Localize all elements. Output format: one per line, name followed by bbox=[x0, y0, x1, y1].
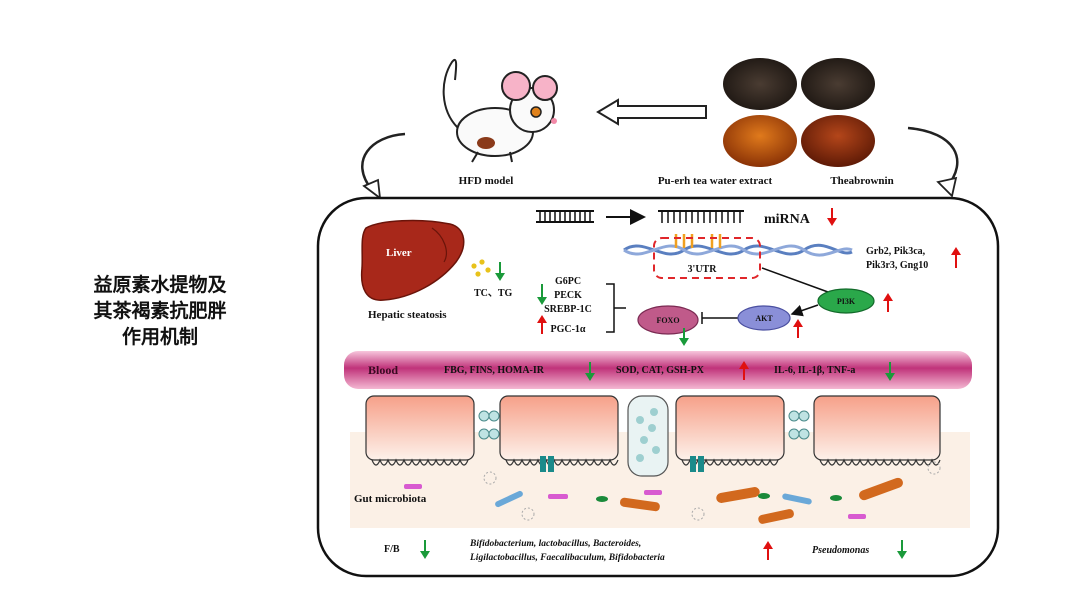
mirna-up-arrow-icon bbox=[827, 208, 837, 226]
mirna-strand-icon bbox=[658, 210, 744, 223]
extract-label: Pu-erh tea water extract bbox=[658, 175, 773, 187]
akt-up-arrow-icon bbox=[793, 319, 803, 338]
blood-band bbox=[344, 351, 972, 389]
gene-peck: PECK bbox=[554, 290, 582, 301]
liver-label: Liver bbox=[386, 247, 412, 259]
down-taxa-label: Pseudomonas bbox=[812, 545, 869, 556]
curved-arrow-right-icon bbox=[907, 126, 959, 198]
side-title-line-2: 其茶褐素抗肥胖 bbox=[93, 300, 227, 322]
targets-up-arrow-icon bbox=[951, 247, 961, 268]
liver-icon bbox=[360, 219, 465, 301]
foxo-down-arrow-icon bbox=[679, 328, 689, 346]
pi3k-node bbox=[817, 288, 875, 314]
arrow-left-icon bbox=[596, 98, 707, 126]
utr-label: 3'UTR bbox=[688, 264, 718, 275]
fb-label: F/B bbox=[384, 544, 400, 555]
taxa-up-arrow-icon bbox=[763, 541, 773, 560]
utr-box bbox=[653, 237, 761, 279]
blood-group-1-down-arrow-icon bbox=[585, 362, 595, 381]
mrna-helix-icon bbox=[623, 234, 853, 257]
model-label: HFD model bbox=[459, 175, 514, 187]
blood-label: Blood bbox=[368, 363, 398, 377]
lipid-droplets-icon bbox=[471, 259, 491, 277]
curved-arrow-left-icon bbox=[361, 132, 406, 200]
blood-group-3-down-arrow-icon bbox=[885, 362, 895, 381]
lipids-label: TC、TG bbox=[474, 288, 513, 299]
fb-down-arrow-icon bbox=[420, 540, 430, 559]
lipids-down-arrow-icon bbox=[495, 262, 505, 281]
condition-label: Hepatic steatosis bbox=[368, 309, 447, 321]
pi3k-up-arrow-icon bbox=[883, 293, 893, 312]
blood-group-1: FBG, FINS, HOMA-IR bbox=[444, 365, 545, 376]
foxo-label: FOXO bbox=[656, 316, 679, 325]
villi-icon bbox=[365, 395, 941, 477]
dna-strand-icon bbox=[536, 210, 594, 223]
blood-group-3: IL-6, IL-1β, TNF-a bbox=[774, 365, 855, 376]
blood-group-2: SOD, CAT, GSH-PX bbox=[616, 365, 705, 376]
akt-node bbox=[737, 305, 791, 331]
gene-srebp1c: SREBP-1C bbox=[544, 304, 592, 315]
up-taxa-line-1: Bifidobacterium, lactobacillus, Bacteroi… bbox=[469, 539, 641, 549]
side-title: 益原素水提物及 其茶褐素抗肥胖 作用机制 bbox=[40, 272, 280, 350]
bacteria-icon bbox=[404, 461, 941, 524]
genes-bracket bbox=[606, 283, 626, 333]
targets-line-1: Grb2, Pik3ca, bbox=[866, 246, 926, 257]
targets-line-2: Pik3r3, Gng10 bbox=[866, 260, 928, 271]
theabrownin-label: Theabrownin bbox=[830, 175, 893, 187]
tea-bowl-icon bbox=[723, 58, 875, 167]
pi3k-label: PI3K bbox=[837, 297, 856, 306]
foxo-node bbox=[637, 305, 699, 335]
blood-group-2-up-arrow-icon bbox=[739, 361, 749, 380]
gut-label: Gut microbiota bbox=[354, 493, 427, 505]
genes-down-arrow-icon bbox=[537, 284, 547, 305]
genes-up-arrow-icon bbox=[537, 315, 547, 334]
gene-pgc1a: PGC-1α bbox=[550, 324, 585, 335]
pseudomonas-down-arrow-icon bbox=[897, 540, 907, 559]
side-title-line-3: 作用机制 bbox=[121, 326, 198, 348]
inhibition-arrow bbox=[701, 312, 738, 324]
mirna-label: miRNA bbox=[764, 212, 811, 227]
side-title-line-1: 益原素水提物及 bbox=[93, 274, 227, 296]
akt-label: AKT bbox=[755, 314, 773, 323]
gene-g6pc: G6PC bbox=[555, 276, 581, 287]
mouse-icon bbox=[442, 59, 558, 163]
pi3k-akt-arrow bbox=[790, 304, 819, 317]
up-taxa-line-2: Ligilactobacillus, Faecalibaculum, Bifid… bbox=[469, 553, 665, 563]
utr-pi3k-line bbox=[761, 267, 829, 293]
